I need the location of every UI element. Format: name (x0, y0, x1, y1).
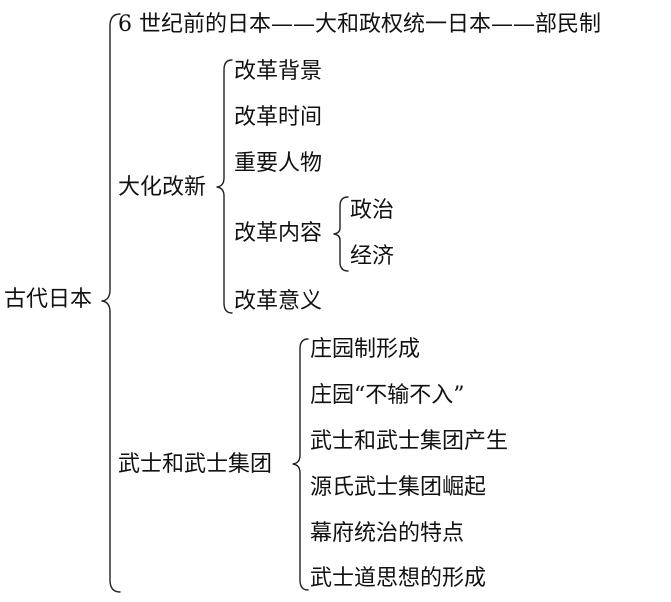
taika-people: 重要人物 (234, 151, 323, 176)
taika-background: 改革背景 (234, 59, 323, 84)
brace-root (101, 13, 121, 593)
samurai-item: 幕府统治的特点 (310, 521, 465, 546)
samurai-item: 庄园制形成 (310, 337, 421, 362)
content-economy: 经济 (350, 244, 395, 269)
branch-before-6th-century: 6 世纪前的日本——大和政权统一日本——部民制 (118, 12, 601, 37)
samurai-item: 庄园“不输不入” (310, 383, 465, 408)
brace-content (333, 196, 349, 272)
taika-time: 改革时间 (234, 105, 323, 130)
branch-samurai: 武士和武士集团 (118, 452, 273, 477)
taika-content: 改革内容 (234, 221, 323, 246)
taika-significance: 改革意义 (234, 289, 323, 314)
root-node: 古代日本 (4, 287, 93, 312)
samurai-item: 源氏武士集团崛起 (310, 475, 487, 500)
content-politics: 政治 (350, 198, 395, 223)
brace-samurai (292, 338, 309, 591)
samurai-item: 武士道思想的形成 (310, 566, 487, 591)
samurai-item: 武士和武士集团产生 (310, 429, 509, 454)
brace-taika (216, 59, 233, 314)
branch-taika-reform: 大化改新 (118, 175, 207, 200)
